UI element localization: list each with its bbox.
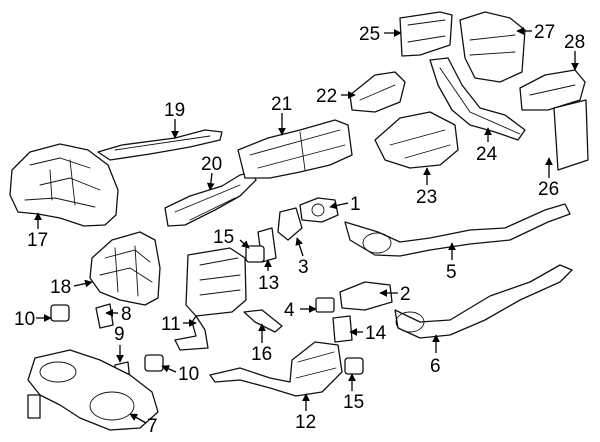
callout-17: 17 [27,230,48,251]
part-24-bracket [429,57,526,141]
part-23-shield [374,111,459,169]
part-10-mount-upper [50,304,70,322]
part-11-rear-muffler [174,247,247,351]
callout-24: 24 [476,144,498,165]
part-26-plate [553,99,589,171]
callout-11: 11 [161,314,181,335]
callout-7: 7 [147,416,158,437]
callout-15-upper: 15 [213,227,234,248]
part-19-shield [97,129,223,161]
callout-25: 25 [359,24,380,45]
callout-8: 8 [121,304,132,325]
callout-3: 3 [298,257,309,278]
part-3-gasket [277,207,303,241]
callout-labels: 1 2 3 4 5 6 7 8 9 10 10 11 12 13 14 15 1… [14,22,585,437]
part-15-mount-upper [245,245,265,263]
part-20-shield [164,171,257,227]
part-8-bracket [95,303,114,329]
part-14-bracket [332,315,353,343]
callout-10-upper: 10 [14,309,35,330]
callout-26: 26 [538,179,559,200]
callout-6: 6 [430,356,441,377]
callout-10-lower: 10 [178,364,199,385]
leader-18 [73,279,93,288]
callout-4: 4 [284,300,295,321]
callout-13: 13 [258,273,279,294]
callout-27: 27 [534,22,555,43]
part-5-front-pipe [344,203,571,257]
callout-16: 16 [251,344,272,365]
callout-21: 21 [271,94,292,115]
callout-28: 28 [564,32,585,53]
part-22-shield [349,71,406,113]
leader-15a [239,239,250,249]
part-6-front-pipe [394,264,573,339]
part-25-shield [399,11,453,57]
callout-22: 22 [316,86,337,107]
callout-20: 20 [201,154,222,175]
part-27-muffler-shield [459,11,526,83]
callout-5: 5 [446,262,457,283]
part-4-gasket [315,297,335,313]
callout-14: 14 [365,323,387,344]
part-1-flange [299,197,339,223]
leader-10b [161,365,177,373]
leader-lines [34,27,579,424]
part-17-heat-shield [9,143,119,227]
part-15-mount-lower [344,357,364,375]
callout-2: 2 [400,284,411,305]
callout-19: 19 [164,100,185,121]
callout-23: 23 [416,187,437,208]
part-28-shield [519,69,586,111]
callout-9: 9 [114,324,125,345]
part-21-tunnel-shield [237,119,353,179]
part-12-muffler [209,341,343,397]
part-7-converter-assembly [27,349,159,431]
leader-3 [295,237,304,257]
leader-7 [129,413,147,424]
callout-18: 18 [50,277,71,298]
callout-1: 1 [350,194,361,215]
callout-12: 12 [295,412,316,433]
part-2-flange [339,281,393,311]
part-18-heat-shield [89,231,161,306]
part-10-mount-lower [144,354,164,372]
leader-20 [206,172,215,191]
part-16-bracket [243,309,283,333]
leader-1 [329,201,349,210]
callout-15-lower: 15 [343,392,364,413]
